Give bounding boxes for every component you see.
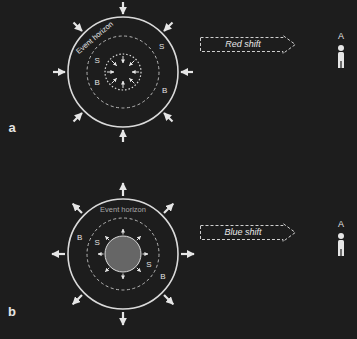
flow-arrow	[122, 183, 124, 196]
core-arrow	[143, 254, 149, 255]
observer-letter: A	[338, 220, 344, 230]
region-letter: B	[162, 87, 167, 96]
observer-figure	[338, 233, 344, 256]
flow-arrow	[52, 253, 65, 255]
flow-arrow	[73, 204, 82, 213]
core-arrow	[137, 236, 141, 240]
shift-arrow: Red shift	[200, 35, 296, 54]
core-arrow	[129, 78, 134, 83]
region-letter: S	[94, 239, 99, 248]
core-arrow	[129, 61, 134, 66]
dashed-arrow-shape	[201, 36, 296, 54]
flow-arrow	[74, 113, 82, 121]
region-letter: S	[94, 57, 99, 66]
observer-letter: A	[338, 32, 344, 42]
core-arrow	[137, 268, 141, 272]
text-holder: Red shift	[200, 35, 296, 54]
flow-arrow	[164, 204, 173, 213]
flow-arrow	[164, 113, 172, 121]
flow-arrow	[53, 71, 65, 73]
horizon-label: Event horizon	[100, 206, 146, 214]
core-arrow	[105, 268, 109, 272]
flow-arrow	[122, 2, 124, 14]
collapsing-panel	[53, 2, 193, 142]
shift-label: Red shift	[208, 39, 278, 50]
text-holder: Blue shift	[200, 223, 296, 242]
core-arrow	[123, 56, 124, 63]
flow-arrow	[181, 71, 193, 73]
observer-leg	[342, 248, 344, 256]
observer-leg	[338, 60, 340, 68]
observer-head	[338, 45, 344, 51]
flow-arrow	[164, 295, 173, 304]
panel-letter: a	[8, 121, 15, 135]
expanding-panel	[52, 183, 194, 325]
outer-circle	[68, 17, 178, 127]
dashed-circle	[87, 36, 159, 108]
region-letter: S	[146, 260, 151, 269]
dashed-arrow-shape	[201, 224, 296, 242]
core-arrow	[107, 72, 114, 73]
flow-arrow	[122, 130, 124, 142]
observer-figure	[338, 45, 344, 68]
shift-label: Blue shift	[208, 227, 278, 238]
core-arrow	[112, 78, 117, 83]
region-letter: B	[77, 234, 82, 243]
dotted-core	[105, 54, 141, 90]
core-arrow	[123, 274, 124, 280]
flow-arrow	[122, 312, 124, 325]
region-letter: S	[159, 43, 164, 52]
core-arrow	[123, 229, 124, 235]
dashed-circle	[87, 218, 159, 290]
region-letter: B	[94, 78, 99, 87]
core-arrow	[105, 236, 109, 240]
core-arrow	[132, 72, 139, 73]
core-arrow	[123, 81, 124, 88]
region-letter: B	[160, 273, 165, 282]
flow-arrow	[74, 23, 82, 31]
observer-body	[338, 52, 344, 61]
observer-head	[338, 233, 344, 239]
observer-leg	[342, 60, 344, 68]
flow-arrow	[73, 295, 82, 304]
observer-leg	[338, 248, 340, 256]
star-core	[105, 236, 141, 272]
outer-circle	[68, 199, 178, 309]
observer-body	[338, 240, 344, 249]
shift-arrow: Blue shift	[200, 223, 296, 242]
panel-letter: b	[8, 305, 16, 319]
flow-arrow	[164, 23, 172, 31]
core-arrow	[98, 254, 104, 255]
flow-arrow	[181, 253, 194, 255]
core-arrow	[112, 61, 117, 66]
